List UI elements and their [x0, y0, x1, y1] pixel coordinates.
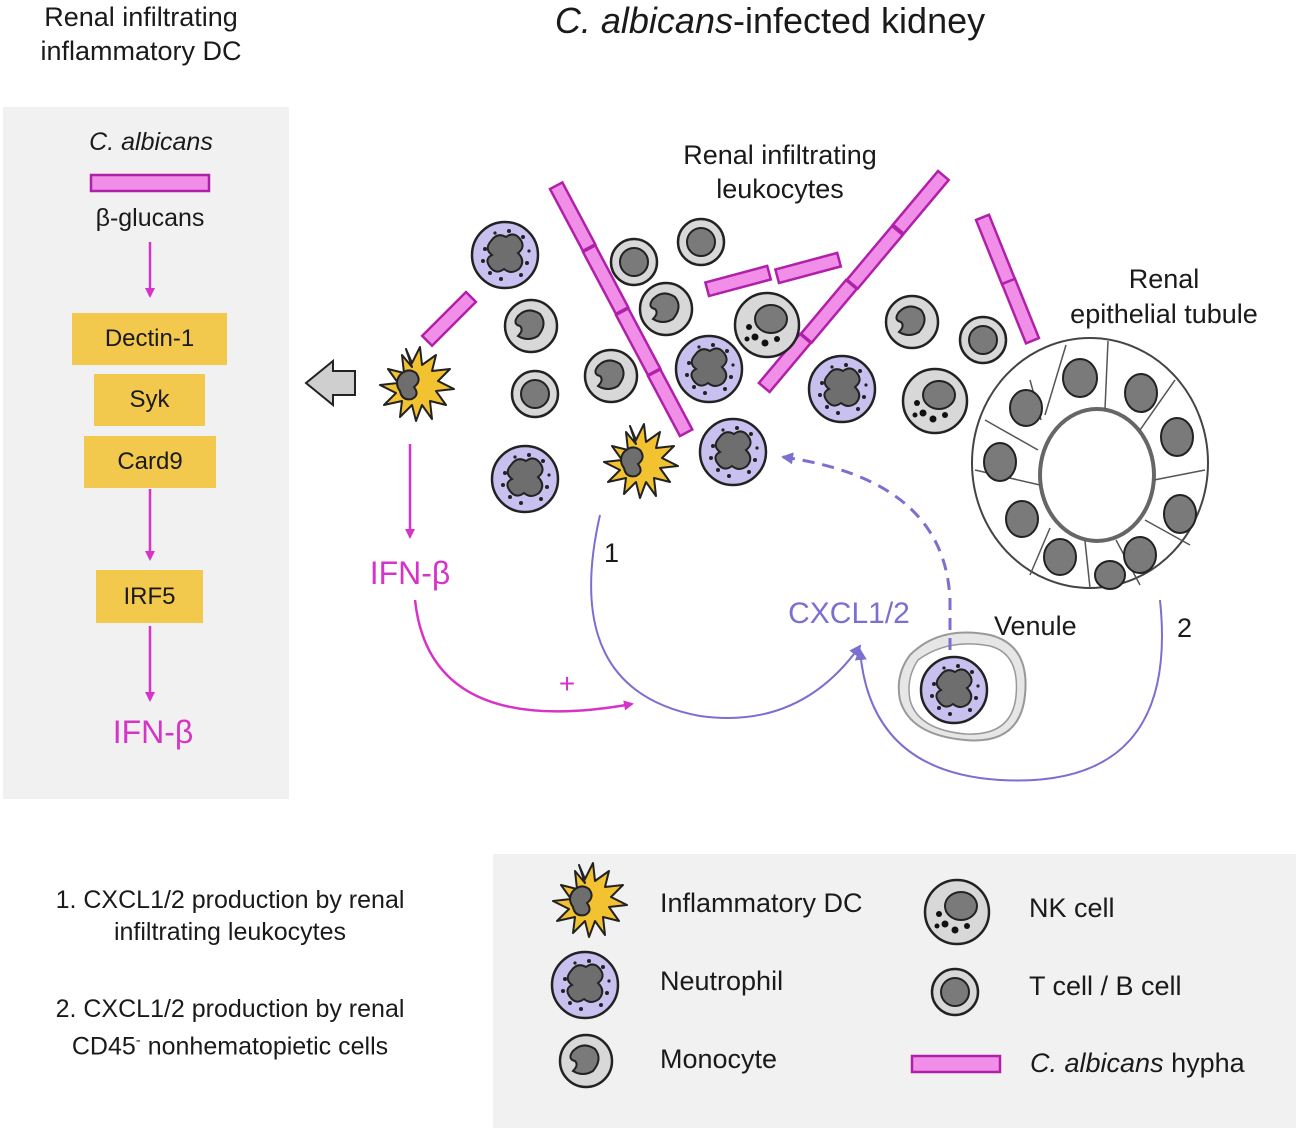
note-2: 2. CXCL1/2 production by renal CD45- non…: [55, 995, 405, 1061]
note-1: 1. CXCL1/2 production by renal infiltrat…: [55, 886, 405, 946]
pathogen-label: C. albicans: [89, 128, 213, 156]
legend-dc-icon: [552, 862, 628, 938]
main-title: C. albicans-infected kidney: [554, 0, 986, 41]
leukocytes-label: Renal infiltrating leukocytes: [683, 140, 877, 204]
legend-hypha-label: C. albicans hypha: [1030, 1048, 1245, 1078]
neutrophil: [674, 334, 744, 404]
neutrophil: [470, 220, 540, 290]
cxcl-label: CXCL1/2: [788, 597, 910, 630]
tubule-label: Renal epithelial tubule: [1070, 264, 1258, 329]
legend-dc-label: Inflammatory DC: [660, 888, 863, 918]
legend-monocyte-label: Monocyte: [660, 1044, 778, 1074]
path1-arrow: [590, 514, 862, 719]
monocyte: [503, 298, 559, 354]
neutrophil: [490, 444, 560, 514]
venule-label: Venule: [994, 611, 1077, 641]
legend-nk-label: NK cell: [1029, 893, 1115, 923]
inflammatory-dc: [379, 346, 455, 422]
t-b-cell: [676, 217, 726, 267]
inflammatory-dc: [603, 423, 679, 499]
legend-hypha-icon: [910, 1054, 1002, 1074]
gray-arrow-icon: [304, 358, 356, 408]
legend-monocyte-icon: [558, 1033, 614, 1089]
left-panel-title: Renal infiltrating inflammatory DC: [40, 2, 242, 66]
monocyte: [583, 348, 639, 404]
renal-tubule: [971, 337, 1209, 590]
path2-arrow: [854, 599, 1163, 782]
pathway-step-irf5: IRF5: [96, 570, 203, 623]
nk-cell: [733, 291, 801, 359]
legend-neutrophil-icon: [550, 950, 620, 1020]
neutrophil: [698, 417, 768, 487]
neutrophil: [807, 354, 877, 424]
legend-panel: [493, 854, 1296, 1128]
plus-label: +: [558, 668, 576, 699]
pathway-output-label: IFN-β: [112, 714, 194, 750]
ligand-label: β-glucans: [95, 204, 205, 232]
venule: [897, 631, 1027, 742]
pathway-step-dectin1: Dectin-1: [72, 313, 227, 365]
path1-label: 1: [604, 538, 620, 568]
legend-tb-label: T cell / B cell: [1029, 971, 1182, 1001]
ifn-label: IFN-β: [369, 555, 451, 591]
nk-cell: [901, 367, 969, 435]
monocyte: [884, 294, 940, 350]
pathway-step-card9: Card9: [84, 436, 216, 488]
legend-nk-icon: [923, 878, 991, 946]
t-b-cell: [958, 315, 1008, 365]
hypha-icon: [89, 173, 211, 193]
ifn-plus-arrow: [413, 599, 634, 713]
legend-neutrophil-label: Neutrophil: [660, 966, 784, 996]
t-b-cell: [609, 237, 659, 287]
legend-tb-icon: [930, 967, 980, 1017]
t-b-cell: [510, 369, 560, 419]
path2-label: 2: [1177, 613, 1193, 643]
monocyte: [638, 281, 694, 337]
pathway-step-syk: Syk: [94, 374, 205, 426]
hyphae-group: [420, 169, 1041, 438]
recruitment-arrow: [781, 452, 952, 650]
